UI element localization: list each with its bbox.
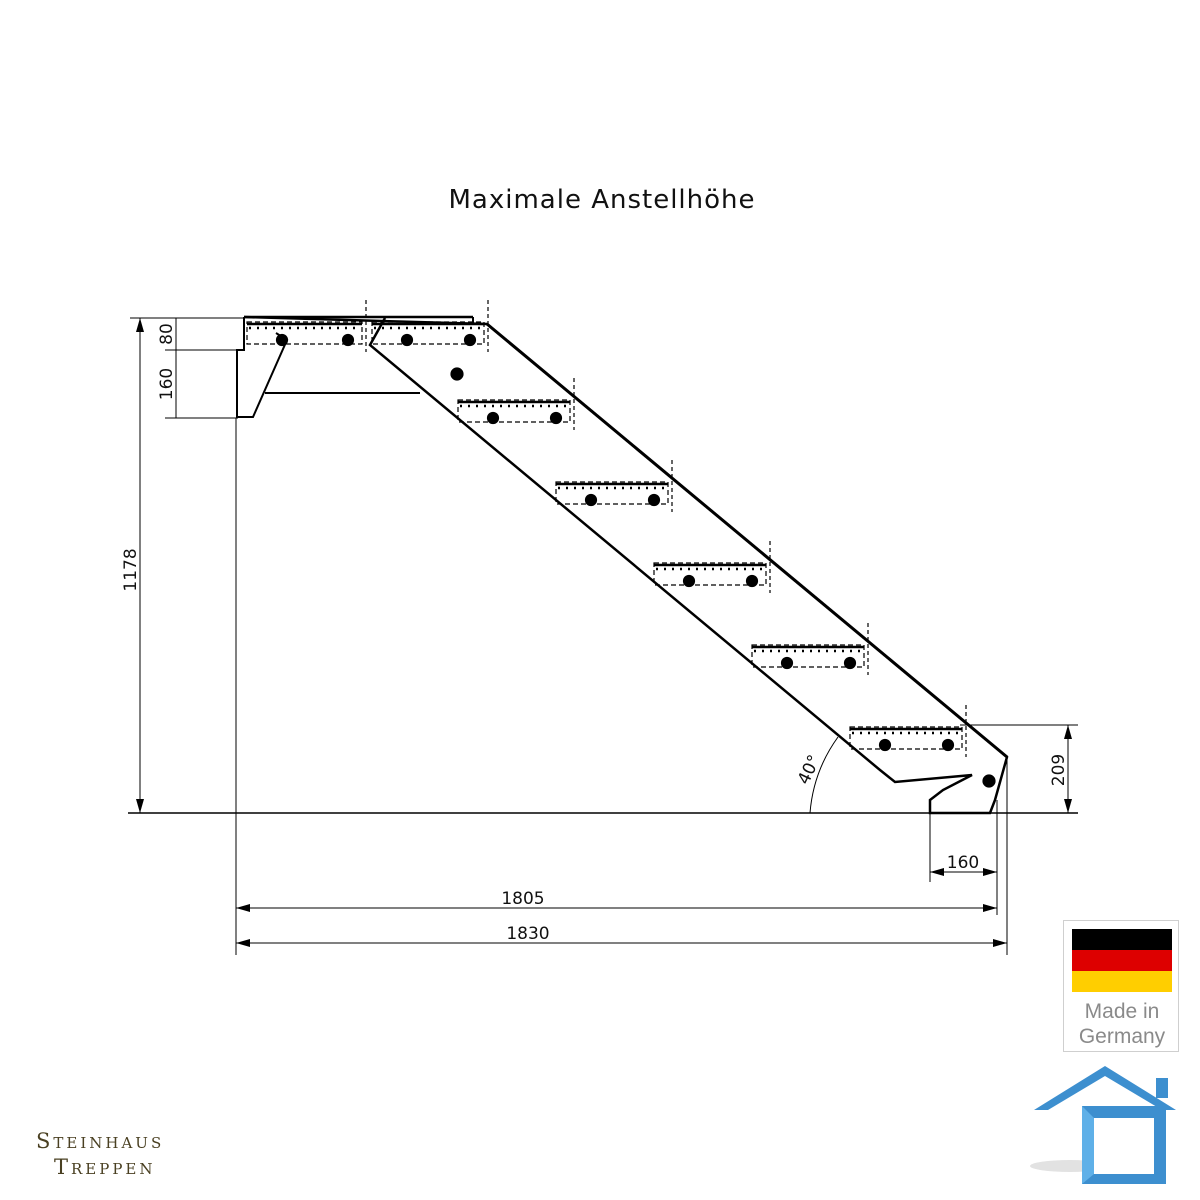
tread-bolt — [745, 574, 759, 588]
tread-bolt — [878, 738, 892, 752]
stringer-bolt — [982, 774, 996, 788]
dim-bottom-width: 160 — [947, 853, 979, 873]
made-in-germany-badge: Made in Germany — [1063, 920, 1179, 1052]
dim-span-inner: 1805 — [501, 889, 544, 909]
brand-sub: Treppen — [54, 1155, 156, 1179]
stair-treads — [246, 300, 996, 788]
dim-total-height: 1178 — [121, 548, 141, 591]
tread-outline — [457, 399, 571, 423]
dim-span-outer: 1830 — [506, 924, 549, 944]
drawing-title: Maximale Anstellhöhe — [448, 185, 755, 215]
badge-line-2: Germany — [1078, 1025, 1166, 1048]
flag-stripe-red — [1072, 950, 1172, 971]
badge-line-1: Made in — [1084, 1000, 1160, 1023]
dimension-arrows — [136, 318, 1072, 947]
brand-name: Steinhaus — [36, 1129, 165, 1153]
tread-bolt — [584, 493, 598, 507]
tread-bolt — [275, 333, 289, 347]
tread-bolt — [463, 333, 477, 347]
brand-line-2: Treppen — [36, 1154, 236, 1180]
tread-outline — [653, 562, 767, 586]
tread-bolt — [780, 656, 794, 670]
tread-bolt — [341, 333, 355, 347]
tread-bolt — [400, 333, 414, 347]
tread-outline — [751, 644, 865, 668]
brand-line-1: Steinhaus — [36, 1128, 236, 1154]
stringer-bolt — [450, 367, 464, 381]
tread-outline — [555, 481, 669, 505]
tread-bolt — [682, 574, 696, 588]
dim-bottom-step: 209 — [1049, 754, 1069, 786]
dim-angle: 40° — [794, 752, 825, 788]
tread-bolt — [647, 493, 661, 507]
stair-stringer — [236, 315, 1009, 815]
tread-outline — [371, 321, 485, 345]
tread-outline — [849, 726, 963, 750]
flag-stripe-black — [1072, 929, 1172, 950]
dimension-lines — [130, 317, 1078, 955]
tread-bolt — [941, 738, 955, 752]
tread-bolt — [549, 411, 563, 425]
tread-bolt — [486, 411, 500, 425]
flag-stripe-gold — [1072, 971, 1172, 992]
brand-wordmark: Steinhaus Treppen — [36, 1128, 236, 1180]
dim-top-tread: 80 — [157, 323, 177, 345]
house-icon — [1030, 1066, 1176, 1184]
dim-top-offset: 160 — [157, 368, 177, 400]
tread-bolt — [843, 656, 857, 670]
tread-outline — [246, 321, 363, 345]
